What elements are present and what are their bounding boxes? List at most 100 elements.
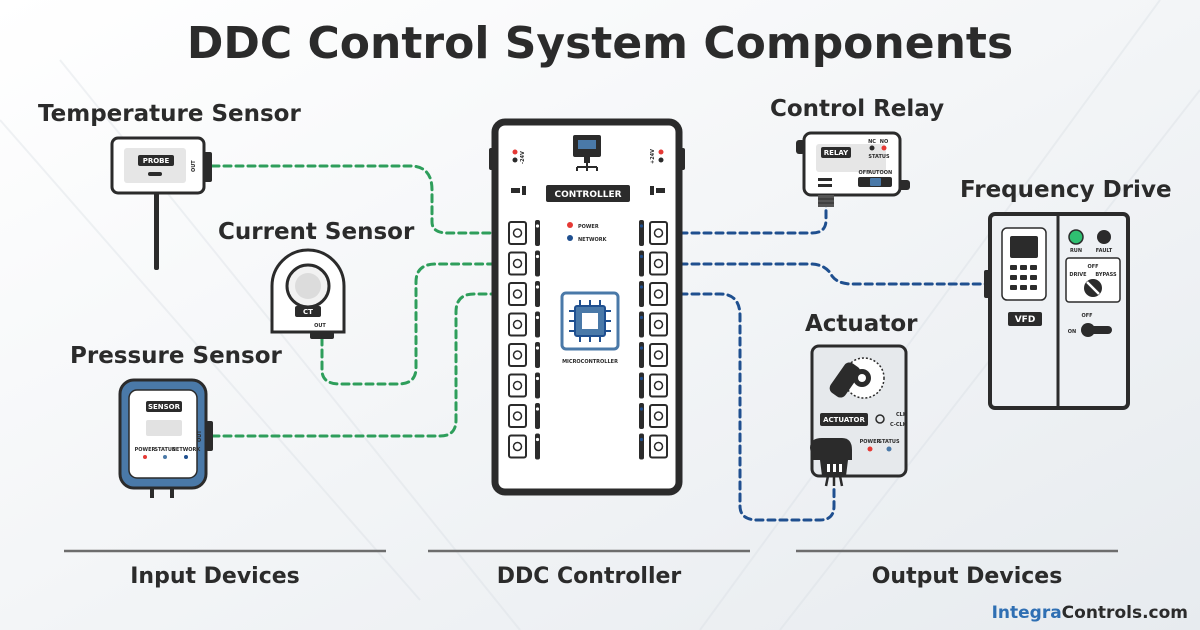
sensor-chip-label: SENSOR [148,403,181,411]
controller-chip [546,185,630,202]
pressure-sensor-display [146,420,182,436]
input-terminal-5 [508,342,540,368]
actuator-led-power [867,446,873,452]
pressure-led-network [184,455,188,459]
wire-current [320,262,510,386]
wire-pressure [210,292,510,438]
input-terminal-7 [508,403,540,429]
controller-led-network-label: NETWORK [578,237,608,243]
vfd-chip [1008,312,1042,326]
vfd-fault-label: FAULT [1096,248,1113,254]
wire-temperature [210,164,510,235]
input-wires [210,164,510,438]
actuator-led-power-label: POWER [860,439,881,445]
vfd-mode-bypass: BYPASS [1095,272,1117,278]
output-terminal-7 [639,403,668,429]
controller-output-terminals [639,220,668,460]
controller-chip-label: CONTROLLER [554,190,621,200]
wire-vfd [666,262,990,286]
control-relay-label: Control Relay [770,96,944,122]
input-terminal-6 [508,372,540,399]
output-wires [666,203,990,522]
output-terminal-8 [639,433,668,460]
controller-led-right-red [658,149,664,155]
actuator-led-status-label: STATUS [878,439,900,445]
input-terminal-4 [508,311,540,338]
brand-logo: IntegraControls.com [992,603,1188,623]
controller-led-power-label: POWER [578,224,599,230]
input-terminal-1 [508,220,540,246]
actuator-chip-label: ACTUATOR [823,416,865,424]
relay-chip [821,147,851,158]
pressure-led-power [143,455,147,459]
current-sensor-core-inner [295,273,321,299]
pressure-port-high [170,488,174,498]
vfd-run-led [1068,229,1084,245]
vfd-disconnect-lever [1088,326,1112,334]
vfd-keypad-buttons [1010,265,1037,290]
frequency-drive: Frequency Drive VFD RUN FAULT OFF DRIVE … [960,177,1172,410]
controller-input-terminals [508,220,540,460]
current-sensor: Current Sensor CT OUT [218,219,415,339]
pressure-led-label-network: NETWORK [172,447,202,453]
relay-led-nc [869,145,875,151]
relay-base-icon [818,195,834,207]
actuator-wires [824,475,844,487]
vfd-input-port [984,270,992,298]
relay-contact-no-label: NO [880,139,888,145]
actuator-direction-cclk: C-CLK [890,422,908,428]
ddc-controller: -24V +24V CONTROLLER POWER NETWORK [489,118,685,496]
controller-port-label-left: -24V [520,151,526,164]
section-controller-label: DDC Controller [497,564,682,589]
input-terminal-2 [508,250,540,277]
actuator-label: Actuator [805,311,918,337]
probe-chip [138,155,174,166]
temperature-sensor-port-label: OUT [191,160,197,172]
pressure-led-status [163,455,167,459]
ethernet-port-icon [573,135,601,171]
actuator-direction-clk: CLK [896,412,908,418]
pressure-led-label-status: STATUS [154,447,176,453]
probe-chip-label: PROBE [143,157,170,165]
ct-chip-label: CT [303,308,313,316]
pressure-sensor: Pressure Sensor SENSOR POWER STATUS NETW… [70,343,283,498]
vfd-mode-off: OFF [1087,264,1098,270]
sensor-chip [146,401,182,412]
controller-led-right-dark [658,157,664,163]
actuator: Actuator ACTUATOR CLK C-CLK POWER STATUS [805,311,918,487]
actuator-led-status [886,446,892,452]
brand-part-1: Integra [992,603,1062,623]
section-input-label: Input Devices [130,564,300,589]
actuator-cable-gland [810,438,852,460]
output-terminal-2 [639,250,668,277]
vfd-disconnect-on: ON [1068,329,1076,335]
output-terminal-3 [639,281,668,307]
network-port-icon-right [650,186,665,195]
input-terminal-8 [508,433,540,460]
controller-led-left-red [512,149,518,155]
controller-power-port-left [489,148,497,170]
current-sensor-label: Current Sensor [218,219,415,245]
relay-switch-off: OFF [858,170,869,176]
controller-port-label-right: +24V [650,149,656,164]
relay-chip-label: RELAY [824,149,849,157]
probe-indicator [148,172,162,176]
relay-hoa-switch-slider [870,178,881,186]
relay-status-label: STATUS [868,154,890,160]
relay-led-no [881,145,887,151]
actuator-direction-icon [875,414,885,424]
pressure-port-low [150,488,154,498]
current-sensor-port-label: OUT [314,323,326,329]
controller-power-port-right [677,148,685,170]
temperature-sensor: Temperature Sensor PROBE OUT [38,101,301,270]
frequency-drive-label: Frequency Drive [960,177,1172,203]
temperature-sensor-label: Temperature Sensor [38,101,301,127]
vfd-run-label: RUN [1070,248,1082,254]
relay-switch-on: ON [884,170,892,176]
vfd-mode-drive: DRIVE [1069,272,1087,278]
output-terminal-4 [639,311,668,338]
relay-switch-auto: AUTO [868,170,883,176]
pressure-sensor-port-label: OUT [197,430,203,442]
actuator-shaft-icon [829,362,871,398]
